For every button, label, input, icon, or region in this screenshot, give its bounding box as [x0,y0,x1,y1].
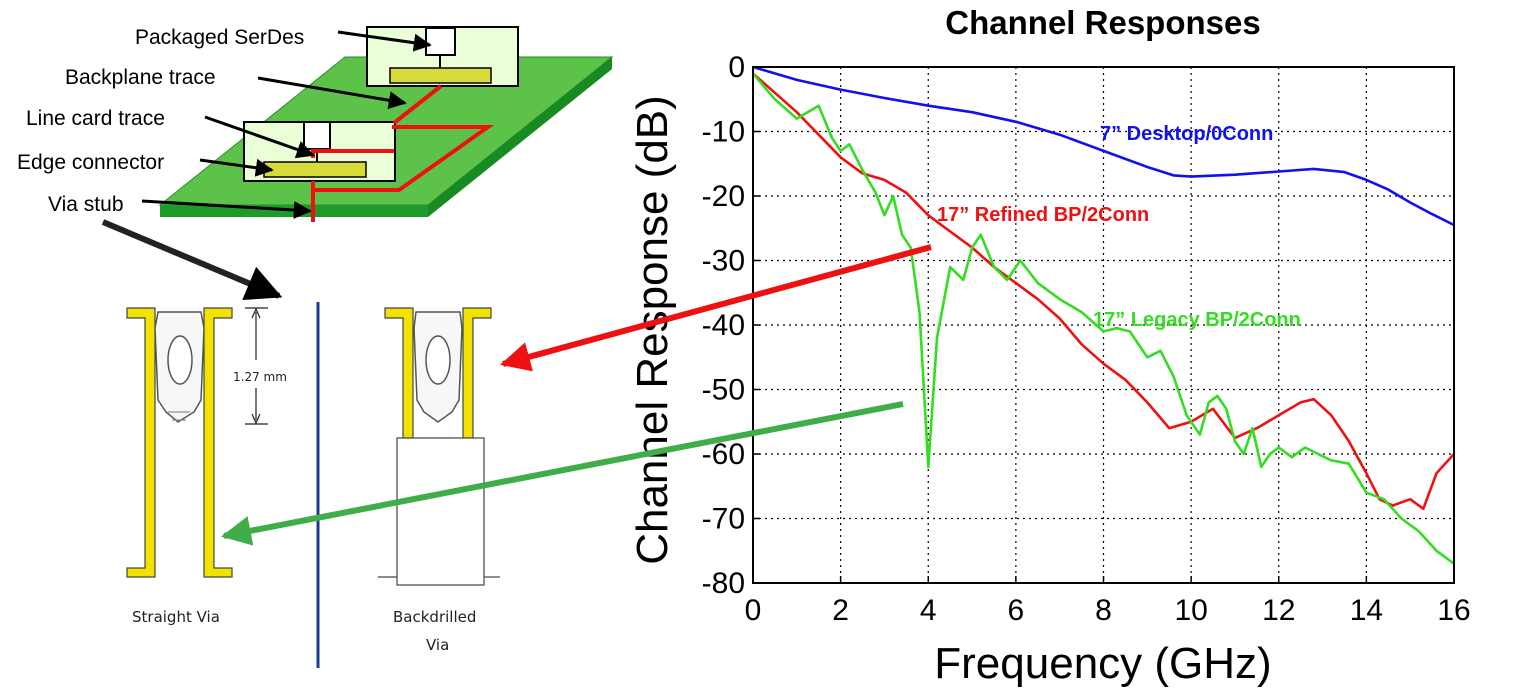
arrow-refined-to-backdrilled [500,244,932,372]
backdrilled-via-pin-eye [425,335,451,385]
backplane-diagram: Packaged SerDes Backplane trace Line car… [17,26,614,301]
annotation-refined: 17” Refined BP/2Conn [937,204,1149,226]
channel-response-chart: Channel Responses 0 2 4 6 8 10 12 14 16 0 -10 -20 -… [628,4,1471,688]
label-via-stub: Via stub [48,193,124,216]
plot-frame [752,66,1455,584]
leader-via-stub [141,199,312,220]
x-tick-label: 16 [1437,594,1470,627]
serdes-chip-top [425,27,456,56]
via-cross-sections: 1.27 mm Straight Via Backdrilled Via [126,302,500,668]
arrow-legacy-to-straight [221,401,904,546]
x-tick-label: 12 [1262,594,1295,627]
x-tick-label: 0 [745,594,762,627]
backdrilled-via: Backdrilled Via [378,307,500,654]
x-tick-label: 2 [832,594,849,627]
label-packaged-serdes: Packaged SerDes [135,26,304,49]
backdrilled-via-caption-line1: Backdrilled [393,608,476,626]
annotation-desktop: 7” Desktop/0Conn [1100,123,1273,145]
x-tick-label: 8 [1095,594,1112,627]
straight-via-caption: Straight Via [132,608,220,626]
label-backplane-trace: Backplane trace [65,66,216,89]
y-tick-label: -40 [702,309,745,342]
x-tick-label: 10 [1174,594,1207,627]
dimension-label: 1.27 mm [233,370,287,384]
dimension-arrowheads [251,307,261,425]
straight-via-left-wall [126,307,156,578]
backdrilled-via-right-wall [462,307,492,439]
annotation-legacy: 17” Legacy BP/2Conn [1093,309,1301,331]
y-tick-label: -30 [702,245,745,278]
straight-via-pin-eye [167,335,193,385]
backplane-board-side [428,57,612,217]
x-tick-label: 14 [1350,594,1383,627]
y-tick-label: -50 [702,374,745,407]
series-line-2 [752,72,1455,565]
leader-backplane-trace [257,76,407,110]
label-line-card-trace: Line card trace [26,107,165,130]
series-line-0 [752,65,1455,227]
backdrilled-via-caption-line2: Via [426,636,449,654]
y-tick-labels: 0-10-20-30-40-50-60-70-80 [702,51,745,600]
y-tick-label: 0 [728,51,745,84]
serdes-chip-bottom [303,121,331,150]
backplane-trace [311,84,495,222]
chart-grid [752,66,1455,584]
x-tick-label: 6 [1008,594,1025,627]
series-line-1 [752,72,1455,511]
backdrilled-via-left-wall [384,307,414,439]
y-tick-label: -80 [702,567,745,600]
y-tick-label: -70 [702,503,745,536]
label-edge-connector: Edge connector [17,151,164,174]
y-tick-label: -10 [702,116,745,149]
chart-series-layer [752,65,1455,565]
backdrilled-hole [396,437,485,586]
leader-packaged-serdes [337,30,432,52]
leader-line-card-trace [204,115,315,159]
x-tick-labels: 0 2 4 6 8 10 12 14 16 [745,594,1471,627]
x-axis-title: Frequency (GHz) [934,639,1271,688]
chart-title: Channel Responses [945,4,1260,41]
via-stub-pointer-arrow [101,219,283,301]
straight-via-pin-tip [168,411,190,421]
straight-via-right-wall [203,307,233,578]
series-annotations: 7” Desktop/0Conn 17” Refined BP/2Conn 17… [937,123,1301,331]
edge-connector-bottom [263,161,367,178]
leader-edge-connector [199,158,274,177]
straight-via: 1.27 mm Straight Via [126,307,287,626]
y-tick-label: -20 [702,180,745,213]
x-tick-label: 4 [920,594,937,627]
edge-connector-top [389,67,492,84]
